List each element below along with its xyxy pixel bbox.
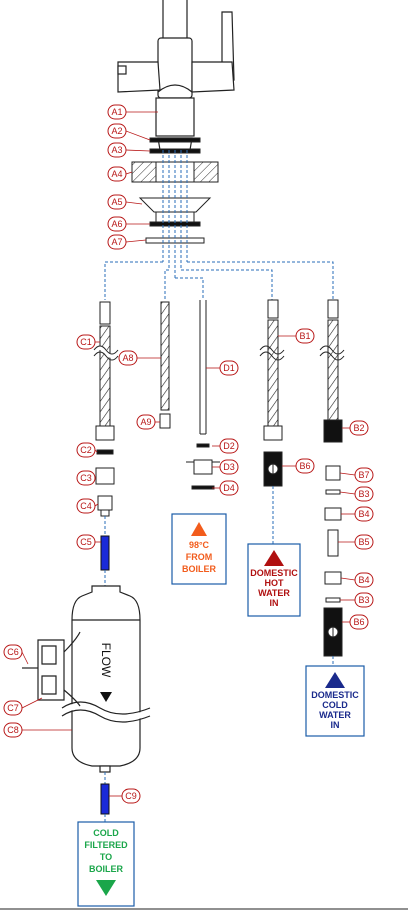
outlet-c9 bbox=[100, 772, 110, 822]
spring-a8 bbox=[159, 301, 171, 429]
label-b3-top: B3 bbox=[358, 489, 369, 499]
hot-triangle-icon bbox=[191, 522, 207, 536]
label-b6-hot: B6 bbox=[299, 461, 310, 471]
callout-labels bbox=[3, 104, 374, 804]
box-dhot-line1: DOMESTIC bbox=[250, 568, 298, 578]
label-a1: A1 bbox=[111, 107, 122, 117]
box-domestic-cold: DOMESTIC COLD WATER IN bbox=[305, 665, 365, 737]
label-a4: A4 bbox=[111, 169, 122, 179]
label-c7: C7 bbox=[7, 703, 19, 713]
label-a9: A9 bbox=[140, 417, 151, 427]
box-domestic-hot: DOMESTIC HOT WATER IN bbox=[247, 543, 301, 617]
box-boiler-hot: 98°C FROM BOILER bbox=[171, 513, 227, 585]
label-b7: B7 bbox=[358, 470, 369, 480]
tap-body bbox=[117, 0, 235, 151]
cold-water-triangle-icon bbox=[325, 672, 345, 688]
label-b6-cold: B6 bbox=[353, 617, 364, 627]
hose-c1 bbox=[92, 301, 120, 586]
box-dcold-line4: IN bbox=[331, 720, 340, 730]
box-filtered-line4: BOILER bbox=[89, 864, 124, 874]
hose-b1 bbox=[259, 299, 285, 544]
filter-bracket bbox=[22, 631, 81, 707]
hose-b2 bbox=[319, 299, 345, 666]
box-filtered-line1: COLD bbox=[93, 828, 119, 838]
label-a5: A5 bbox=[111, 197, 122, 207]
shank-pipes bbox=[104, 150, 334, 300]
hot-pipe-d1 bbox=[186, 300, 220, 490]
flow-arrow-icon bbox=[100, 692, 112, 702]
filter-cartridge bbox=[60, 585, 152, 773]
label-d3: D3 bbox=[223, 462, 235, 472]
box-dhot-line4: IN bbox=[270, 598, 279, 608]
box-filtered-line3: TO bbox=[100, 852, 112, 862]
label-b4-top: B4 bbox=[358, 509, 369, 519]
box-boiler-line2: FROM bbox=[186, 552, 213, 562]
box-dcold-line1: DOMESTIC bbox=[311, 690, 359, 700]
box-dhot-line2: HOT bbox=[265, 578, 285, 588]
box-filtered-line2: FILTERED bbox=[84, 840, 128, 850]
label-b5: B5 bbox=[358, 537, 369, 547]
label-d1: D1 bbox=[223, 363, 235, 373]
label-a2: A2 bbox=[111, 126, 122, 136]
filtered-triangle-icon bbox=[96, 880, 116, 896]
label-b1: B1 bbox=[299, 331, 310, 341]
label-a6: A6 bbox=[111, 219, 122, 229]
label-b2: B2 bbox=[353, 423, 364, 433]
callout-text: A1 A2 A3 A4 A5 A6 A7 A8 A9 C1 C2 C3 C4 C… bbox=[7, 107, 369, 801]
box-cold-filtered: COLD FILTERED TO BOILER bbox=[77, 821, 135, 907]
label-c3: C3 bbox=[80, 473, 92, 483]
box-boiler-line1: 98°C bbox=[189, 540, 210, 550]
label-a7: A7 bbox=[111, 237, 122, 247]
box-boiler-line3: BOILER bbox=[182, 564, 217, 574]
label-c6: C6 bbox=[7, 647, 19, 657]
label-c9: C9 bbox=[125, 791, 137, 801]
filter-flow-text: FLOW bbox=[99, 643, 113, 678]
leader-lines bbox=[21, 111, 356, 797]
hot-water-triangle-icon bbox=[264, 550, 284, 566]
label-c2: C2 bbox=[80, 445, 92, 455]
label-b3-bottom: B3 bbox=[358, 595, 369, 605]
label-c4: C4 bbox=[80, 501, 92, 511]
label-c1: C1 bbox=[80, 337, 92, 347]
label-b4-bottom: B4 bbox=[358, 575, 369, 585]
label-c8: C8 bbox=[7, 725, 19, 735]
label-c5: C5 bbox=[80, 537, 92, 547]
label-a3: A3 bbox=[111, 145, 122, 155]
label-a8: A8 bbox=[122, 353, 133, 363]
label-d2: D2 bbox=[223, 441, 235, 451]
box-dcold-line3: WATER bbox=[319, 710, 351, 720]
box-dcold-line2: COLD bbox=[322, 700, 348, 710]
label-d4: D4 bbox=[223, 483, 235, 493]
box-dhot-line3: WATER bbox=[258, 588, 290, 598]
